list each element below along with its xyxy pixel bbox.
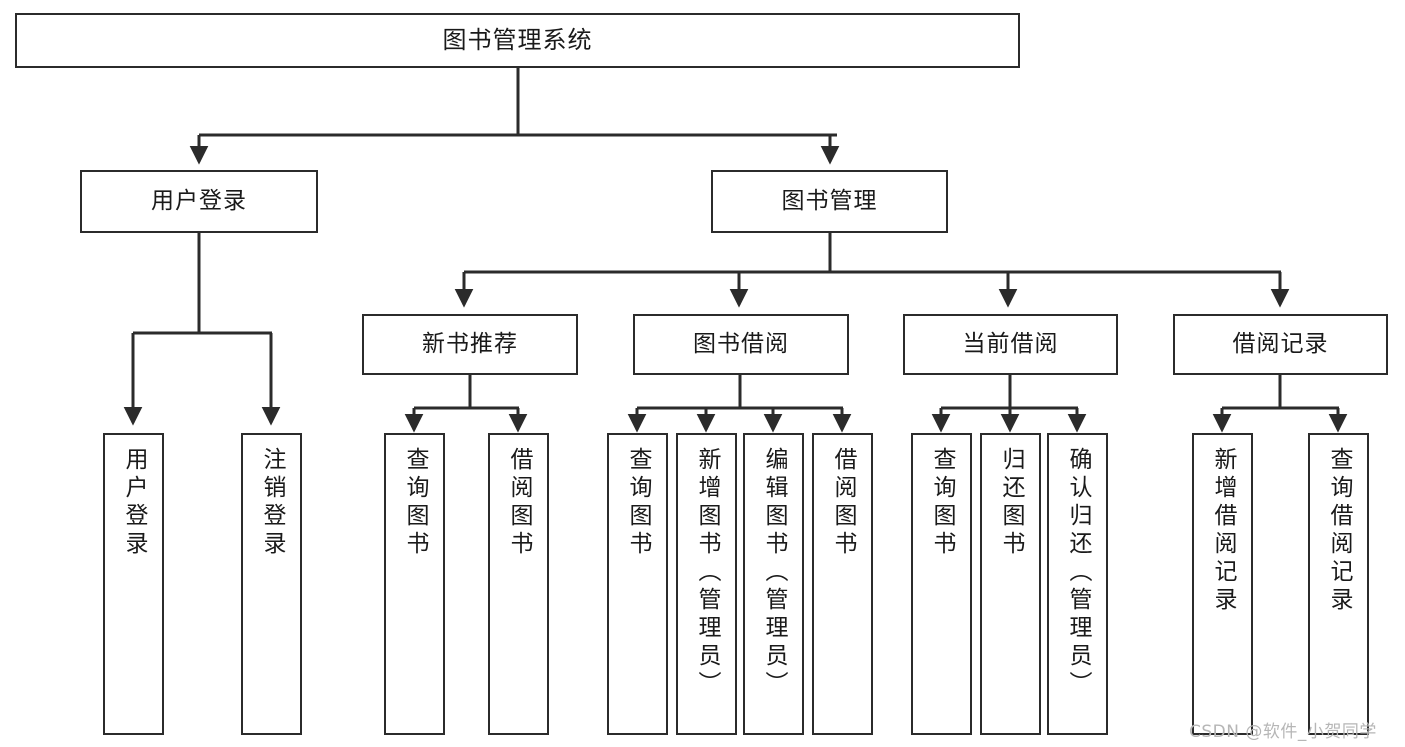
node-current-borrow[interactable]: 当前借阅 bbox=[903, 314, 1118, 375]
leaf-book-borrow-borrow-label: 借阅图书 bbox=[830, 447, 856, 559]
node-root-label: 图书管理系统 bbox=[442, 26, 593, 55]
leaf-book-borrow-add-label: 新增图书（管理员） bbox=[694, 447, 720, 699]
node-borrow-record[interactable]: 借阅记录 bbox=[1173, 314, 1388, 375]
node-current-borrow-label: 当前借阅 bbox=[962, 330, 1059, 357]
leaf-borrow-record-add[interactable]: 新增借阅记录 bbox=[1192, 433, 1253, 735]
leaf-new-book-query-label: 查询图书 bbox=[402, 447, 428, 559]
leaf-book-borrow-borrow[interactable]: 借阅图书 bbox=[812, 433, 873, 735]
leaf-current-borrow-return[interactable]: 归还图书 bbox=[980, 433, 1041, 735]
node-root[interactable]: 图书管理系统 bbox=[15, 13, 1020, 68]
node-book-borrow[interactable]: 图书借阅 bbox=[633, 314, 849, 375]
node-user-login-label: 用户登录 bbox=[151, 187, 247, 214]
node-borrow-record-label: 借阅记录 bbox=[1232, 330, 1329, 357]
leaf-current-borrow-confirm[interactable]: 确认归还（管理员） bbox=[1047, 433, 1108, 735]
leaf-borrow-record-query-label: 查询借阅记录 bbox=[1326, 447, 1352, 615]
leaf-book-borrow-query-label: 查询图书 bbox=[625, 447, 651, 559]
leaf-current-borrow-query-label: 查询图书 bbox=[929, 447, 955, 559]
leaf-user-login-logout[interactable]: 注销登录 bbox=[241, 433, 302, 735]
leaf-borrow-record-query[interactable]: 查询借阅记录 bbox=[1308, 433, 1369, 735]
leaf-book-borrow-query[interactable]: 查询图书 bbox=[607, 433, 668, 735]
leaf-borrow-record-add-label: 新增借阅记录 bbox=[1210, 447, 1236, 615]
leaf-new-book-borrow-label: 借阅图书 bbox=[506, 447, 532, 559]
leaf-book-borrow-edit[interactable]: 编辑图书（管理员） bbox=[743, 433, 804, 735]
leaf-new-book-query[interactable]: 查询图书 bbox=[384, 433, 445, 735]
leaf-current-borrow-return-label: 归还图书 bbox=[998, 447, 1024, 559]
leaf-user-login-logout-label: 注销登录 bbox=[259, 447, 285, 559]
node-user-login[interactable]: 用户登录 bbox=[80, 170, 318, 233]
leaf-user-login-login[interactable]: 用户登录 bbox=[103, 433, 164, 735]
node-book-borrow-label: 图书借阅 bbox=[693, 330, 789, 357]
leaf-new-book-borrow[interactable]: 借阅图书 bbox=[488, 433, 549, 735]
leaf-user-login-login-label: 用户登录 bbox=[121, 447, 147, 559]
leaf-book-borrow-edit-label: 编辑图书（管理员） bbox=[761, 447, 787, 699]
leaf-current-borrow-confirm-label: 确认归还（管理员） bbox=[1065, 447, 1091, 699]
node-book-management[interactable]: 图书管理 bbox=[711, 170, 948, 233]
node-new-book-recommend-label: 新书推荐 bbox=[422, 330, 518, 357]
node-new-book-recommend[interactable]: 新书推荐 bbox=[362, 314, 578, 375]
watermark: CSDN @软件_小贺同学 bbox=[1189, 722, 1377, 742]
leaf-current-borrow-query[interactable]: 查询图书 bbox=[911, 433, 972, 735]
node-book-management-label: 图书管理 bbox=[781, 187, 878, 214]
leaf-book-borrow-add[interactable]: 新增图书（管理员） bbox=[676, 433, 737, 735]
